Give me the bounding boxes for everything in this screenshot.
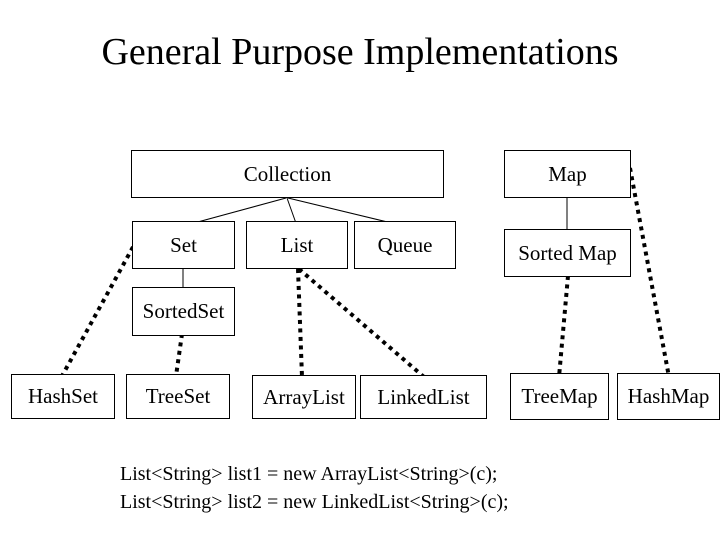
edge-map-hashmap (628, 167, 671, 378)
node-collection: Collection (131, 150, 444, 198)
slide-title: General Purpose Implementations (101, 31, 619, 73)
node-queue: Queue (354, 221, 456, 269)
node-hash-set: HashSet (11, 374, 115, 419)
node-tree-set: TreeSet (126, 374, 230, 419)
edge-sortedset-treeset (174, 333, 184, 377)
node-list: List (246, 221, 348, 269)
node-map: Map (504, 150, 631, 198)
node-array-list: ArrayList (252, 375, 356, 419)
edge-set-hashset (60, 246, 135, 377)
node-sorted-set: SortedSet (132, 287, 235, 336)
node-set: Set (132, 221, 235, 269)
edge-list-linkedlist (297, 267, 426, 379)
node-sorted-map: Sorted Map (504, 229, 631, 277)
code-line-2: List<String> list2 = new LinkedList<Stri… (120, 491, 509, 513)
edge-list-arraylist (296, 268, 304, 378)
code-line-1: List<String> list1 = new ArrayList<Strin… (120, 463, 498, 485)
code-snippet: List<String> list1 = new ArrayList<Strin… (120, 460, 509, 516)
node-linked-list: LinkedList (360, 375, 487, 419)
edge-sortedmap-treemap (557, 275, 570, 378)
node-tree-map: TreeMap (510, 373, 609, 420)
node-hash-map: HashMap (617, 373, 720, 420)
